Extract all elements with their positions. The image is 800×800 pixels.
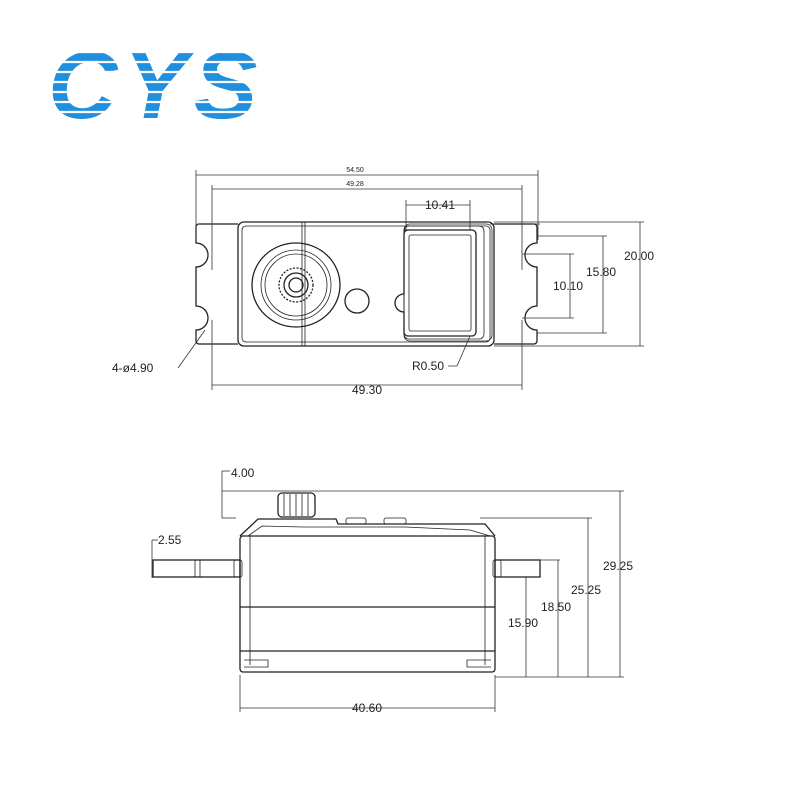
dim-hole-spacing-top: 49.28 bbox=[346, 181, 364, 188]
top-view: 54.50 49.28 10.41 10.10 15.80 20.00 4-ø4… bbox=[112, 167, 654, 397]
dim-tab-bottom: 15.90 bbox=[508, 616, 538, 630]
dim-hole-spacing-bottom: 49.30 bbox=[352, 383, 382, 397]
dim-window-width: 10.41 bbox=[425, 198, 455, 212]
cys-logo: CYS bbox=[30, 32, 300, 139]
dim-case-height: 25.25 bbox=[571, 583, 601, 597]
dim-tab-height: 15.80 bbox=[586, 265, 616, 279]
dim-body-width: 40.60 bbox=[352, 701, 382, 715]
dim-slot-spacing: 10.10 bbox=[553, 279, 583, 293]
logo-text: CYS bbox=[48, 32, 263, 139]
dim-corner-radius: R0.50 bbox=[412, 359, 444, 373]
dim-total-height: 29.25 bbox=[603, 559, 633, 573]
dim-tab-top: 18.50 bbox=[541, 600, 571, 614]
dim-overall-width: 54.50 bbox=[346, 167, 364, 174]
dim-spline-height: 4.00 bbox=[231, 466, 255, 480]
dim-body-height: 20.00 bbox=[624, 249, 654, 263]
dim-hole-label: 4-ø4.90 bbox=[112, 361, 154, 375]
side-view: 4.00 2.55 40.60 15.90 18.50 25.25 29.25 bbox=[151, 466, 633, 715]
dim-tab-thickness: 2.55 bbox=[158, 533, 182, 547]
